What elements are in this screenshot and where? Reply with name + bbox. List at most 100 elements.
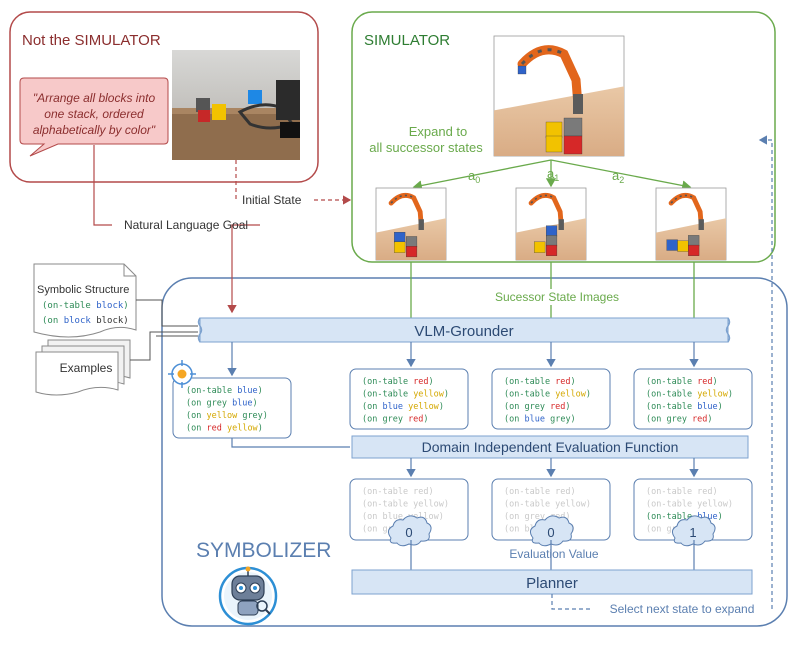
predicate-token: (on-table xyxy=(646,512,697,522)
vlm-grounder-box xyxy=(197,317,731,343)
goal-predicate-line: (on-table blue) xyxy=(186,386,263,396)
predicate-token: (on xyxy=(186,424,206,434)
evaluated-predicate-line: (on-table yellow) xyxy=(646,500,733,510)
symbolic-structure-doc xyxy=(33,263,137,338)
evaluated-predicate-line: (on-table red) xyxy=(646,487,718,497)
evaluation-value-badge: 0 xyxy=(387,515,432,547)
predicate-token: (on-table xyxy=(42,301,96,311)
predicate-token: ) xyxy=(439,402,444,412)
predicate-token: blue xyxy=(382,402,402,412)
planner-label: Planner xyxy=(526,575,578,592)
predicate-token: ) xyxy=(565,402,570,412)
examples-label: Examples xyxy=(60,361,113,375)
predicate-token: (on xyxy=(186,411,206,421)
predicate-token: ) xyxy=(718,402,723,412)
examples-doc-stack xyxy=(35,339,131,396)
predicate-token: (on-table xyxy=(186,386,237,396)
robot-arm-render xyxy=(493,35,625,157)
goal-text-line1: "Arrange all blocks into xyxy=(33,91,156,105)
real-robot-photo xyxy=(172,50,300,160)
state-predicate-line: (on-table red) xyxy=(504,377,576,387)
state-predicate-box xyxy=(491,368,611,430)
predicate-token: red xyxy=(697,377,712,387)
action-base: a xyxy=(547,166,555,181)
evaluated-state-boxes: (on-table red) (on-table yellow) (on blue … xyxy=(349,478,753,547)
predicate-token: blue xyxy=(232,399,252,409)
state-predicate-boxes: (on-table red)(on-table yellow)(on blue … xyxy=(349,368,753,430)
evaluated-predicate-line: (on blue yellow) xyxy=(362,512,444,522)
predicate-token: blue xyxy=(524,415,544,425)
action-label: a2 xyxy=(612,168,624,185)
planner-inputs xyxy=(410,540,695,570)
predicate-token: (on-table xyxy=(362,377,413,387)
evaluation-value: 0 xyxy=(405,525,412,540)
predicate-token: ) xyxy=(423,415,428,425)
state-predicate-line: (on-table yellow) xyxy=(362,390,449,400)
evaluation-value: 0 xyxy=(547,525,554,540)
predicate-token: (on xyxy=(42,316,64,326)
predicate-token: red xyxy=(550,402,565,412)
predicate-token: ) xyxy=(123,301,128,311)
action-base: a xyxy=(468,168,476,183)
evaluated-predicate-line: (on-table yellow) xyxy=(362,500,449,510)
predicate-token: yellow xyxy=(227,424,259,434)
state-predicate-line: (on-table yellow) xyxy=(504,390,591,400)
evaluation-outputs xyxy=(406,458,699,478)
predicate-token: grey) xyxy=(237,411,268,421)
simulator-initial-render xyxy=(493,35,625,157)
predicate-token: red xyxy=(413,377,428,387)
action-subscript: 1 xyxy=(554,173,559,183)
predicate-token: red xyxy=(555,377,570,387)
predicate-token: ) xyxy=(718,512,723,522)
evaluated-predicate-line: (on-table blue) xyxy=(646,512,723,522)
state-predicate-line: (on blue yellow) xyxy=(362,402,444,412)
goal-predicate-line: (on yellow grey) xyxy=(186,411,268,421)
evaluated-predicate-line: (on grey red) xyxy=(504,512,571,522)
evaluation-value-badge: 1 xyxy=(671,515,716,547)
action-base: a xyxy=(612,168,620,183)
action-subscript: 2 xyxy=(619,175,624,185)
predicate-token: block xyxy=(96,301,124,311)
predicate-token: yellow xyxy=(555,390,587,400)
expand-label-line2: all successor states xyxy=(369,140,483,155)
predicate-token: ) xyxy=(586,390,591,400)
state-predicate-line: (on grey red) xyxy=(646,415,713,425)
input-connectors xyxy=(130,299,198,361)
predicate-token: (on xyxy=(362,402,382,412)
initial-state-link xyxy=(235,160,352,205)
successor-renders xyxy=(375,187,727,261)
goal-text-line2: one stack, ordered xyxy=(44,107,144,121)
evaluation-value: 1 xyxy=(689,525,696,540)
robot-arm-render xyxy=(515,187,587,261)
state-predicate-line: (on grey red) xyxy=(504,402,571,412)
predicate-token: grey) xyxy=(545,415,576,425)
predicate-token: ) xyxy=(571,377,576,387)
predicate-token: red xyxy=(206,424,221,434)
state-predicate-line: (on grey red) xyxy=(362,415,429,425)
action-subscript: 0 xyxy=(475,175,480,185)
successor-images-label: Sucessor State Images xyxy=(495,290,619,304)
state-predicate-box xyxy=(633,368,753,430)
state-predicate-box xyxy=(349,368,469,430)
vlm-grounder-label: VLM-Grounder xyxy=(414,323,513,340)
structure-line-2: (on block block) xyxy=(42,316,129,326)
predicate-token: blue xyxy=(697,512,717,522)
evaluated-predicate-line: (on-table yellow) xyxy=(504,500,591,510)
predicate-token: red xyxy=(692,415,707,425)
predicate-token: ) xyxy=(713,377,718,387)
goal-predicates: (on-table blue)(on grey blue)(on yellow … xyxy=(186,386,268,434)
evaluation-value-badge: 0 xyxy=(529,515,574,547)
evaluation-function-box xyxy=(351,435,749,459)
select-next-loop xyxy=(551,135,773,610)
evaluated-predicate-line: (on-table red) xyxy=(504,487,576,497)
action-label: a0 xyxy=(468,168,480,185)
predicate-token: (on-table xyxy=(504,377,555,387)
robot-arm-render xyxy=(655,187,727,261)
evaluated-predicate-line: (on-table red) xyxy=(362,487,434,497)
predicate-token: (on xyxy=(504,415,524,425)
predicate-token: yellow xyxy=(206,411,238,421)
symbolic-structure-title: Symbolic Structure xyxy=(37,284,129,296)
predicate-token: block xyxy=(64,316,92,326)
